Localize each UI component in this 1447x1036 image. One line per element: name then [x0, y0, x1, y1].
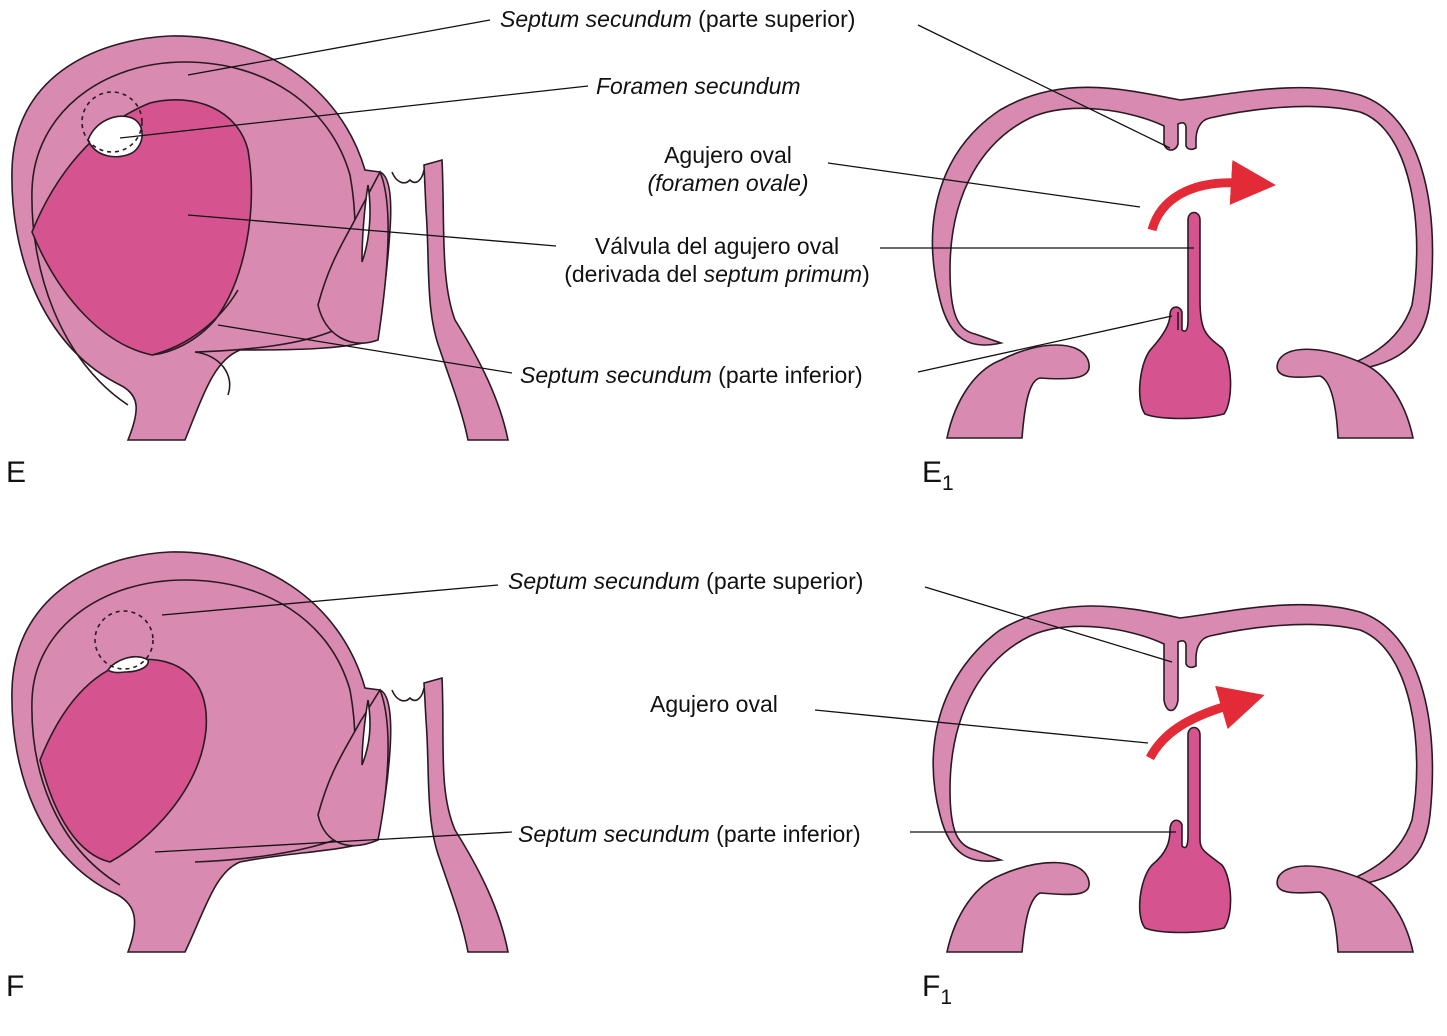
leader-e-septum-sup-left: [187, 19, 491, 76]
f1-septum-primum-valve: [1138, 726, 1232, 934]
f1-right-cushion: [1276, 865, 1414, 953]
label-f-agujero-oval: Agujero oval: [650, 691, 778, 717]
panel-f1-section: [932, 603, 1434, 953]
label-e-derivada: (derivada del septum primum): [526, 260, 908, 288]
label-e-derivada-italic: septum primum: [703, 261, 863, 287]
label-e-septum-secundum-superior: Septum secundum (parte superior): [500, 5, 855, 33]
leader-f-septum-inf-left: [154, 831, 513, 853]
label-e-valvula: Válvula del agujero oval: [594, 233, 840, 259]
label-e-septum-secundum-inferior: Septum secundum (parte inferior): [520, 361, 863, 389]
leader-e-foramen-secundum: [119, 85, 589, 139]
label-e-agujero-oval-block: Agujero oval (foramen ovale): [630, 141, 826, 197]
leader-e-agujero-oval: [827, 162, 1141, 208]
label-e-agujero-oval: Agujero oval: [664, 142, 792, 168]
f-septum-fold: [317, 688, 389, 847]
panel-label-e: E: [6, 456, 27, 489]
f-notch: [391, 687, 425, 702]
f1-blood-flow-arrow: [1146, 685, 1265, 761]
leader-f-septum-sup-right: [924, 586, 1173, 663]
label-e-valvula-block: Válvula del agujero oval (derivada del s…: [526, 232, 908, 288]
label-f-septum-inf-tail: (parte inferior): [709, 821, 861, 847]
panel-e-lateral-view: [11, 35, 509, 441]
panel-label-f: F: [6, 970, 25, 1003]
panel-f-lateral-view: [11, 551, 509, 953]
label-e-septum-sup-italic: Septum secundum: [500, 6, 692, 32]
e-slit: [361, 184, 371, 263]
e1-left-cushion: [946, 344, 1090, 439]
leader-e-septum-inf-right: [917, 315, 1173, 373]
label-f-septum-sup-tail: (parte superior): [699, 568, 864, 594]
panel-label-e1-sub: 1: [942, 472, 954, 495]
f1-atrial-wall: [932, 603, 1434, 889]
leader-lines: [119, 19, 1194, 853]
e-foramen-secundum: [87, 115, 143, 158]
label-e-foramen-ovale-italic: (foramen ovale): [647, 170, 809, 196]
e1-blood-flow-arrow: [1147, 160, 1276, 232]
e-lower-cushion: [194, 351, 231, 396]
leader-f-septum-sup-left: [161, 584, 499, 616]
label-f-septum-secundum-superior: Septum secundum (parte superior): [508, 567, 863, 595]
e-notch: [391, 169, 425, 184]
label-f-septum-sup-italic: Septum secundum: [508, 568, 700, 594]
f-septum-primum: [39, 658, 208, 863]
e1-right-cushion: [1276, 348, 1414, 439]
label-f-septum-secundum-inferior: Septum secundum (parte inferior): [518, 820, 861, 848]
e-vessel-wall: [423, 158, 509, 441]
label-e-foramen-secundum-italic: Foramen secundum: [596, 73, 801, 99]
label-e-septum-inf-italic: Septum secundum: [520, 362, 712, 388]
panel-label-e1-letter: E: [922, 456, 943, 489]
label-e-septum-inf-tail: (parte inferior): [711, 362, 863, 388]
label-e-septum-sup-tail: (parte superior): [691, 6, 856, 32]
e1-atrial-wall: [931, 86, 1434, 373]
f-vessel-wall: [423, 676, 509, 953]
panel-label-e1: E1: [922, 456, 954, 501]
label-e-derivada-post: ): [862, 261, 870, 287]
label-f-septum-inf-italic: Septum secundum: [518, 821, 710, 847]
e1-septum-primum-valve: [1138, 211, 1232, 420]
e-foramen-secundum-dashed: [81, 91, 143, 153]
leader-f-agujero-oval: [814, 709, 1149, 744]
panel-label-f1-letter: F: [922, 970, 941, 1003]
e-septum-primum-edge: [151, 289, 239, 356]
panel-label-f1-sub: 1: [940, 986, 953, 1009]
label-e-foramen-ovale: (foramen ovale): [630, 169, 826, 197]
leader-e-valvula-left: [187, 214, 557, 247]
panel-e1-section: [931, 86, 1434, 439]
label-e-derivada-pre: (derivada del: [564, 261, 704, 287]
f-slit: [361, 699, 371, 766]
f-foramen-secundum-dashed: [94, 610, 154, 670]
panel-label-f1: F1: [922, 970, 952, 1015]
label-e-foramen-secundum: Foramen secundum: [596, 72, 801, 100]
leader-e-septum-sup-right: [917, 24, 1171, 149]
f1-left-cushion: [946, 861, 1090, 953]
leader-e-septum-inf-left: [217, 324, 513, 374]
